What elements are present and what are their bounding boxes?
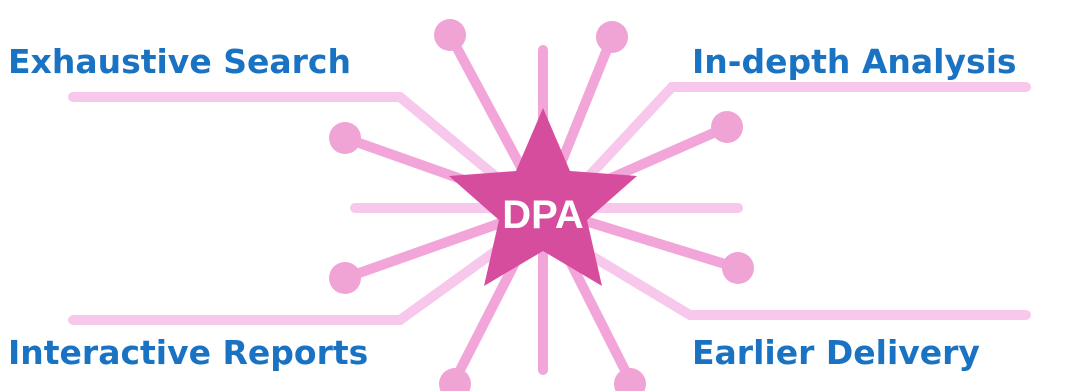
center-star <box>449 108 637 286</box>
label-in-depth-analysis: In-depth Analysis <box>692 42 1017 81</box>
node-lower-left <box>439 368 471 391</box>
node-upper-right <box>596 21 628 53</box>
label-earlier-delivery: Earlier Delivery <box>692 333 980 372</box>
node-left-down <box>329 262 361 294</box>
node-right-down <box>722 252 754 284</box>
label-exhaustive-search: Exhaustive Search <box>8 42 351 81</box>
connector-bottom-right <box>585 250 1031 320</box>
node-left-up <box>329 122 361 154</box>
connector-top-left <box>68 92 505 185</box>
connector-bottom-left <box>68 243 505 325</box>
node-upper-left <box>434 19 466 51</box>
connector-top-right <box>585 82 1031 180</box>
label-interactive-reports: Interactive Reports <box>8 333 369 372</box>
center-label: DPA <box>502 193 583 237</box>
spoke-nodes <box>329 19 754 391</box>
node-right-up <box>711 111 743 143</box>
node-lower-right <box>614 368 646 391</box>
